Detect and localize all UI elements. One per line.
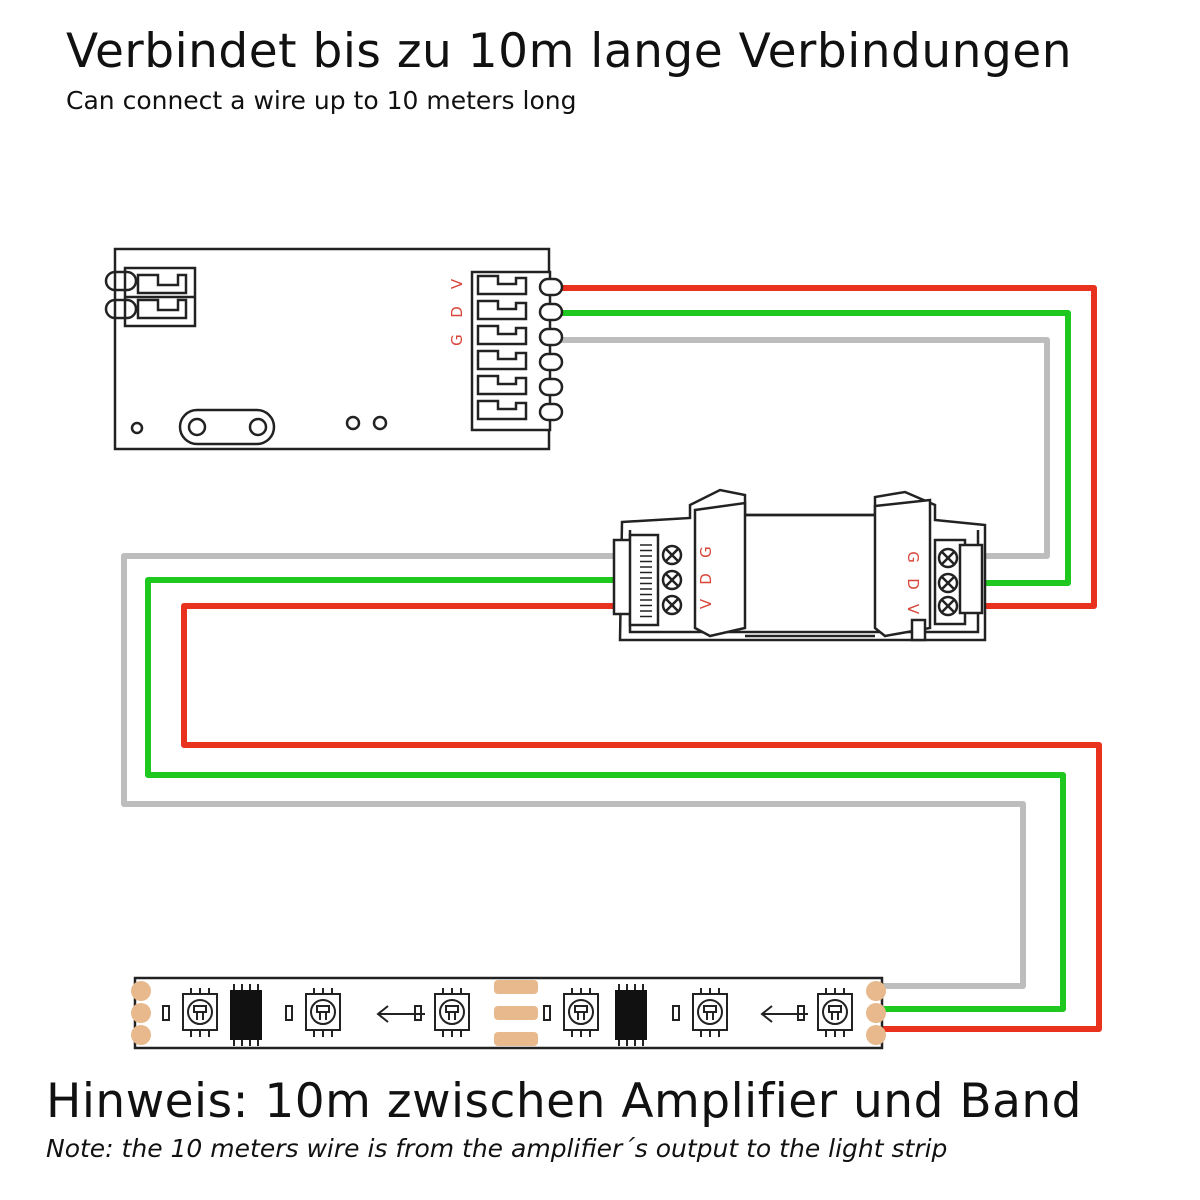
- wires: [121, 285, 1102, 1032]
- led-chip-icon: [543, 988, 599, 1037]
- note-subtitle: Note: the 10 meters wire is from the amp…: [46, 1134, 948, 1163]
- solder-pad-icon: [494, 980, 538, 1046]
- screw-terminal-icon: [661, 544, 683, 616]
- amp-output-pin-d: D: [697, 573, 715, 585]
- left-connector: [104, 266, 197, 328]
- amp-output-pin-v: V: [697, 598, 715, 609]
- wire-d-amplifier-to-strip: [145, 577, 1066, 1012]
- mount-slot: [178, 408, 276, 446]
- controller-pin-d: D: [448, 306, 466, 318]
- controller-pin-labels: V D G: [448, 278, 466, 346]
- screw-terminal-icon: [937, 547, 959, 617]
- direction-arrow-icon: [760, 1005, 808, 1023]
- amplifier-input-pin-labels: G D V: [904, 551, 922, 615]
- mount-hole: [130, 421, 144, 435]
- terminal-slot: [476, 299, 564, 322]
- amplifier-output-pin-labels: V D G: [697, 546, 715, 609]
- amp-input-pin-v: V: [904, 604, 922, 615]
- wire-v-controller-to-amplifier: [555, 285, 1097, 609]
- amp-output-pin-g: G: [697, 546, 715, 558]
- amp-input-pin-g: G: [904, 551, 922, 563]
- page-title: Verbindet bis zu 10m lange Verbindungen: [66, 24, 1072, 79]
- controller-pin-g: G: [448, 334, 466, 346]
- solder-pad-icon: [131, 981, 151, 1045]
- output-connector: [470, 270, 564, 432]
- terminal-slot: [476, 274, 564, 297]
- direction-arrow-icon: [376, 1005, 425, 1023]
- terminal-slot: [476, 349, 564, 372]
- led-chip-icon: [797, 988, 853, 1037]
- led-chip-icon: [285, 988, 341, 1037]
- amp-input-pin-d: D: [904, 578, 922, 590]
- controller-board: [104, 247, 564, 451]
- amplifier-module: [612, 488, 987, 642]
- terminal-slot: [476, 374, 564, 397]
- solder-pad-icon: [866, 981, 886, 1045]
- wire-v-amplifier-to-strip: [181, 603, 1102, 1032]
- controller-pin-v: V: [448, 278, 466, 289]
- terminal-slot: [476, 324, 564, 347]
- wire-g-amplifier-to-strip: [121, 553, 1026, 989]
- led-chip-icon: [672, 988, 728, 1037]
- led-strip: [131, 976, 886, 1050]
- wire-g-controller-to-amplifier: [555, 337, 1050, 559]
- ic-chip-icon: [230, 990, 262, 1040]
- note-title: Hinweis: 10m zwischen Amplifier und Band: [46, 1074, 1083, 1129]
- wire-d-controller-to-amplifier: [555, 310, 1071, 586]
- page-subtitle: Can connect a wire up to 10 meters long: [66, 86, 577, 115]
- terminal-slot: [476, 399, 564, 422]
- led-chip-icon: [162, 988, 218, 1037]
- ic-chip-icon: [615, 990, 647, 1040]
